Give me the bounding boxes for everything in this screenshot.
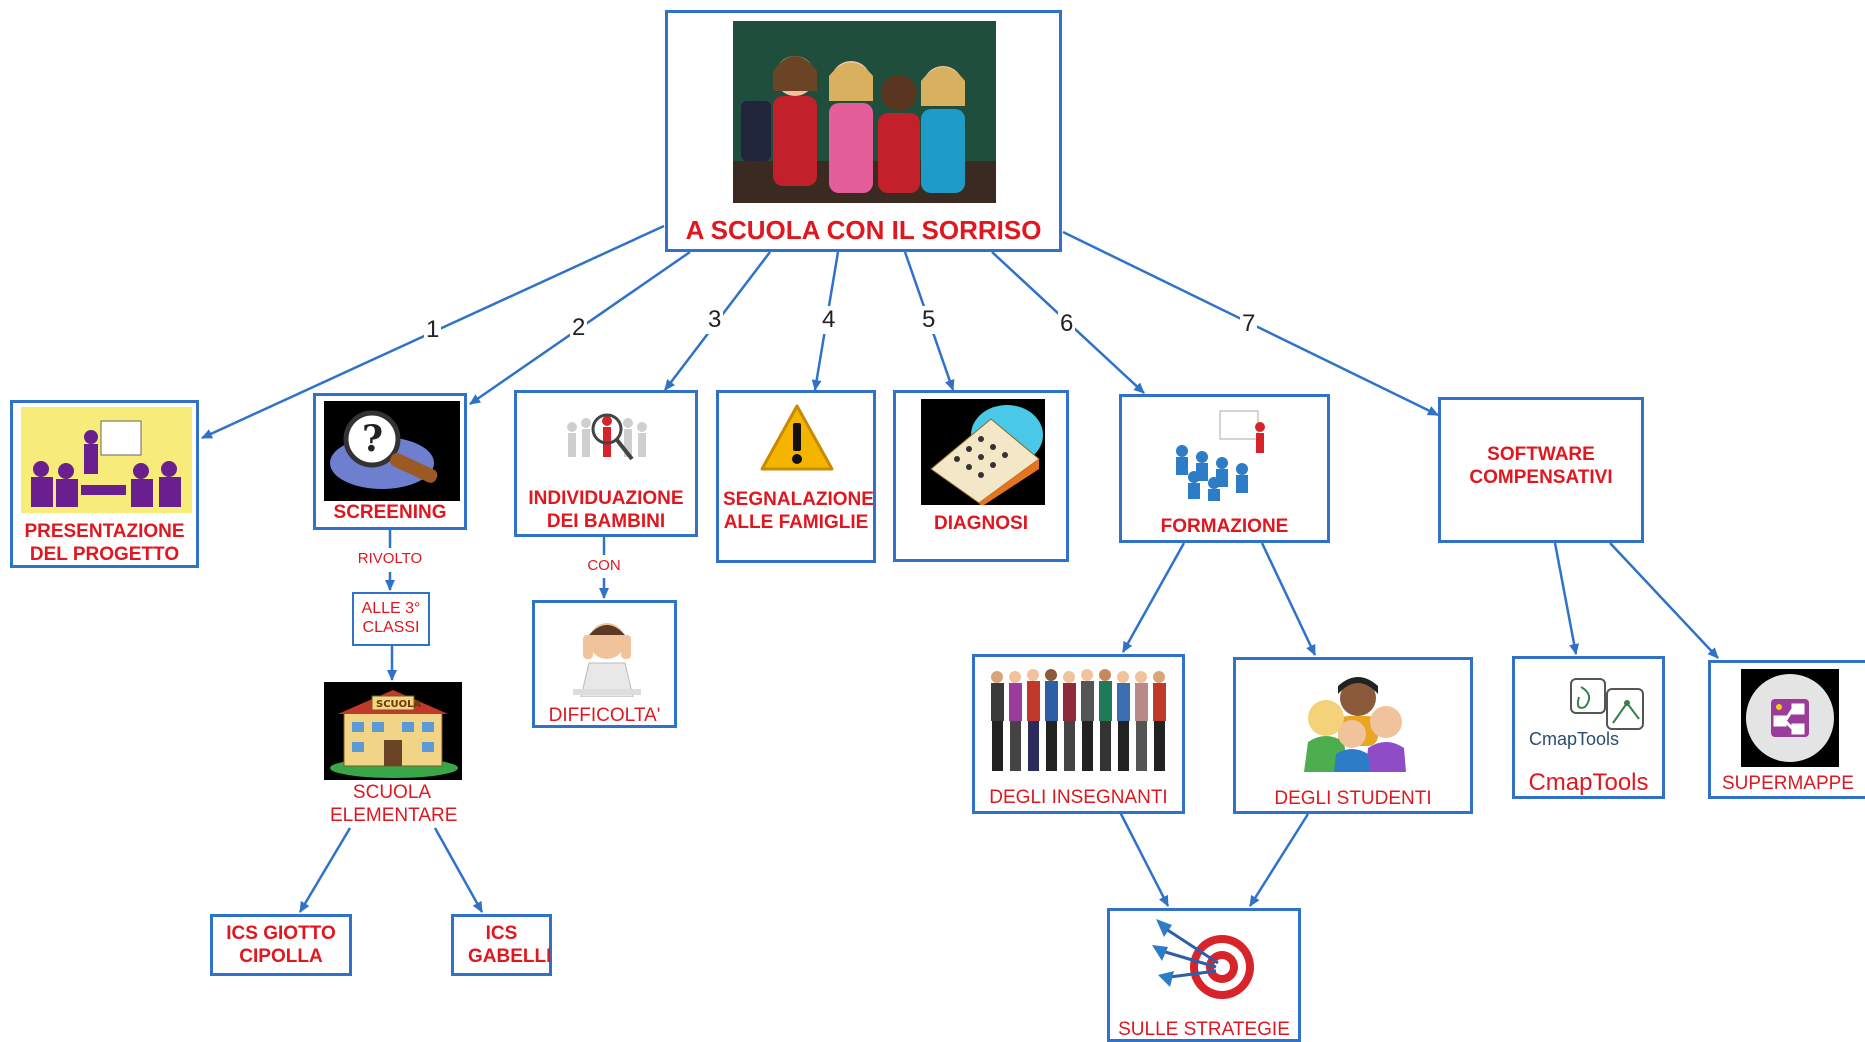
- target-darts-icon: [1152, 919, 1254, 999]
- test-sheet-icon: [921, 399, 1045, 505]
- link-insegnanti-strategie: [1118, 811, 1170, 907]
- link-number-6: 6: [1058, 310, 1076, 338]
- node-difficolta[interactable]: DIFFICOLTA': [532, 600, 677, 728]
- link-phrase-con: CON: [587, 557, 621, 574]
- node-studenti[interactable]: DEGLI STUDENTI: [1233, 657, 1473, 814]
- presentation-icon: [21, 407, 192, 513]
- search-people-icon: [567, 413, 647, 461]
- link-phrase-rivolto: RIVOLTO: [357, 550, 423, 567]
- link-number-1: 1: [424, 316, 442, 344]
- node-diagnosi[interactable]: DIAGNOSI: [893, 390, 1069, 562]
- node-cmaptools[interactable]: CmapTools CmapTools: [1512, 656, 1665, 799]
- root-concept[interactable]: A SCUOLA CON IL SORRISO: [665, 10, 1062, 252]
- supermappe-label: SUPERMAPPE: [1722, 773, 1854, 794]
- scuola-elementare-label: SCUOLA ELEMENTARE: [330, 782, 458, 826]
- school-building-icon: SCUOLA: [324, 682, 462, 780]
- link-formazione-studenti: [1260, 542, 1317, 656]
- link-number-7: 7: [1240, 310, 1258, 338]
- segnalazione-label: SEGNALAZIONE ALLE FAMIGLIE: [723, 489, 874, 533]
- alle-classi-label: ALLE 3° CLASSI: [361, 600, 421, 637]
- node-ics-giotto[interactable]: ICS GIOTTO CIPOLLA: [210, 914, 352, 976]
- difficolta-label: DIFFICOLTA': [548, 705, 661, 726]
- ics-gabelli-label: ICS GABELLI: [468, 923, 552, 967]
- diagnosi-label: DIAGNOSI: [934, 513, 1028, 534]
- link-number-5: 5: [920, 306, 938, 334]
- link-studenti-strategie: [1248, 813, 1310, 907]
- teachers-group-icon: [991, 669, 1166, 771]
- node-presentazione[interactable]: PRESENTAZIONE DEL PROGETTO: [10, 400, 199, 568]
- formazione-label: FORMAZIONE: [1160, 516, 1289, 537]
- node-individuazione[interactable]: INDIVIDUAZIONE DEI BAMBINI: [514, 390, 698, 537]
- software-label: SOFTWARE COMPENSATIVI: [1469, 444, 1613, 488]
- link-software-supermappe: [1609, 542, 1719, 659]
- link-number-2: 2: [570, 314, 588, 342]
- node-strategie[interactable]: SULLE STRATEGIE: [1107, 908, 1301, 1042]
- presentazione-label: PRESENTAZIONE DEL PROGETTO: [24, 521, 185, 565]
- node-insegnanti[interactable]: DEGLI INSEGNANTI: [972, 654, 1185, 814]
- node-alle-classi[interactable]: ALLE 3° CLASSI: [352, 592, 430, 646]
- cmaptools-label: CmapTools: [1528, 769, 1649, 796]
- ics-giotto-label: ICS GIOTTO CIPOLLA: [226, 923, 336, 967]
- school-sign-text: SCUOLA: [376, 699, 422, 710]
- children-photo: [733, 21, 996, 203]
- node-screening[interactable]: ? SCREENING: [313, 393, 467, 530]
- warning-icon: [760, 404, 834, 471]
- link-number-3: 3: [706, 306, 724, 334]
- node-supermappe[interactable]: SUPERMAPPE: [1708, 660, 1865, 799]
- studenti-label: DEGLI STUDENTI: [1274, 788, 1432, 809]
- node-formazione[interactable]: FORMAZIONE: [1119, 394, 1330, 543]
- supermappe-logo-icon: [1741, 669, 1839, 767]
- stressed-child-icon: [563, 609, 651, 697]
- link-number-4: 4: [820, 306, 838, 334]
- link-scuola-giotto: [298, 827, 352, 913]
- node-ics-gabelli[interactable]: ICS GABELLI: [451, 914, 552, 976]
- link-formazione-insegnanti: [1121, 542, 1186, 653]
- students-group-icon: [1304, 677, 1406, 772]
- link-software-cmap: [1553, 542, 1580, 655]
- magnifier-question-icon: ?: [324, 401, 460, 501]
- node-segnalazione[interactable]: SEGNALAZIONE ALLE FAMIGLIE: [716, 390, 876, 563]
- cmaptools-logo-text: CmapTools: [1529, 729, 1619, 749]
- training-classroom-icon: [1176, 410, 1265, 501]
- node-software[interactable]: SOFTWARE COMPENSATIVI: [1438, 397, 1644, 543]
- insegnanti-label: DEGLI INSEGNANTI: [989, 787, 1168, 808]
- cmaptools-logo-icon: CmapTools: [1529, 678, 1644, 749]
- svg-text:?: ?: [362, 418, 383, 460]
- individuazione-label: INDIVIDUAZIONE DEI BAMBINI: [528, 488, 684, 532]
- link-scuola-gabelli: [433, 827, 484, 913]
- strategie-label: SULLE STRATEGIE: [1118, 1019, 1290, 1040]
- root-title: A SCUOLA CON IL SORRISO: [685, 215, 1042, 245]
- screening-label: SCREENING: [333, 502, 447, 523]
